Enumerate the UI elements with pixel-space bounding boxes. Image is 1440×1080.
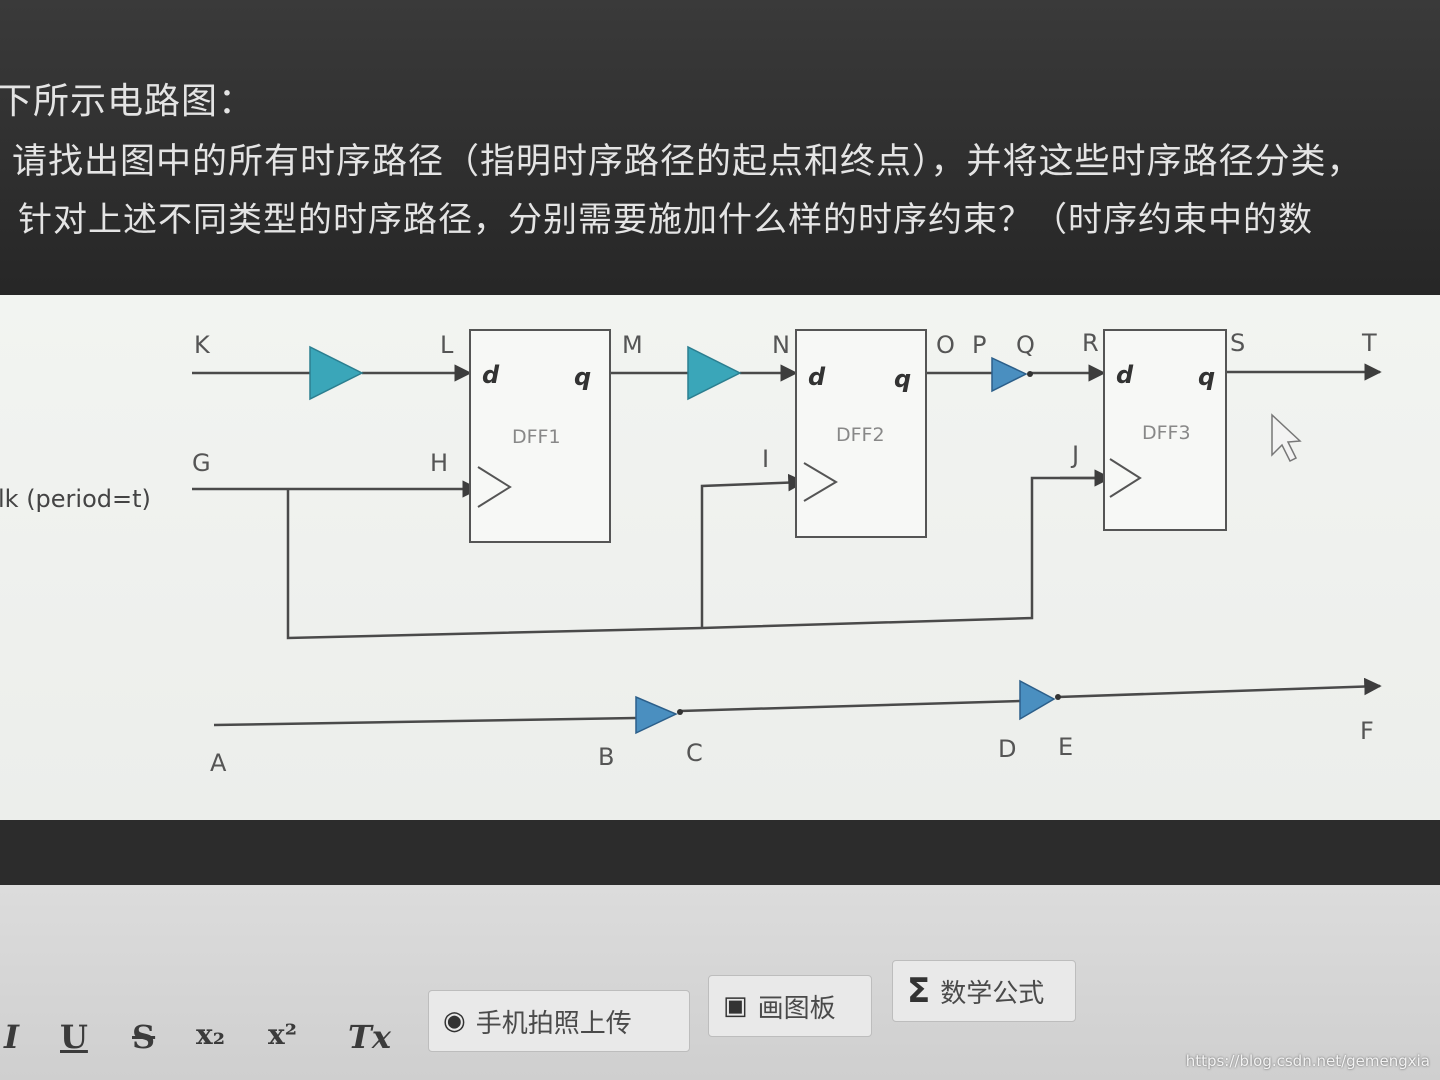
data-path-wires (192, 363, 1382, 382)
node-f: F (1360, 717, 1374, 745)
dff1: d q DFF1 (469, 329, 611, 543)
circuit-diagram: d q DFF1 d q DFF2 d q DFF3 K L M N O P Q… (0, 295, 1440, 820)
node-k: K (194, 331, 211, 359)
image-icon: ▣ (723, 991, 748, 1021)
node-r: R (1082, 329, 1099, 357)
node-t: T (1361, 329, 1377, 357)
node-e: E (1058, 733, 1073, 761)
clock-label: lk (period=t) (0, 485, 151, 513)
wire-e-f (1057, 677, 1382, 699)
clear-format-icon[interactable]: Tx (348, 1018, 391, 1056)
buffer-5-icon (1019, 679, 1056, 721)
sigma-icon: Σ (907, 971, 931, 1011)
math-formula-button[interactable]: Σ 数学公式 (892, 960, 1076, 1022)
camera-icon: ◉ (443, 1006, 466, 1036)
strikethrough-icon[interactable]: S (132, 1018, 156, 1056)
dff2-body (795, 329, 927, 538)
dff3-q-pin: q (1198, 363, 1215, 391)
node-d: D (998, 735, 1016, 763)
node-n: N (772, 331, 790, 359)
dff3-name: DFF3 (1142, 422, 1191, 444)
dff2: d q DFF2 (795, 329, 927, 538)
math-formula-label: 数学公式 (940, 978, 1045, 1009)
clock-net (192, 469, 1112, 640)
buffer-4-bubble (677, 709, 683, 715)
dark-band (0, 820, 1440, 890)
watermark: https://blog.csdn.net/gemengxia (1185, 1052, 1430, 1070)
wire-clock-trunk (286, 476, 1104, 640)
node-a: A (210, 749, 227, 777)
buffer-3-bubble (1027, 371, 1033, 377)
upload-photo-button[interactable]: ◉ 手机拍照上传 (428, 990, 690, 1052)
combo-path-wires (213, 677, 1382, 727)
question-panel: 下所示电路图： 请找出图中的所有时序路径（指明时序路径的起点和终点），并将这些时… (0, 0, 1440, 300)
node-q: Q (1016, 331, 1035, 359)
dff2-name: DFF2 (836, 424, 885, 446)
dff3-body (1103, 329, 1227, 531)
dff2-clock-pin (803, 462, 838, 502)
buffer-4-icon (635, 695, 678, 735)
superscript-icon[interactable]: x² (268, 1018, 297, 1051)
node-i: I (762, 445, 769, 473)
dff1-d-pin: d (482, 361, 500, 389)
wire-clock-dff2 (700, 473, 806, 628)
drawing-board-label: 画图板 (757, 993, 836, 1024)
node-m: M (622, 331, 643, 359)
question-title: 下所示电路图： (0, 81, 256, 122)
upload-photo-label: 手机拍照上传 (475, 1008, 632, 1039)
dff1-q-pin: q (574, 363, 591, 391)
wire-a-b (213, 716, 637, 727)
drawing-board-button[interactable]: ▣ 画图板 (708, 975, 872, 1037)
dff2-q-pin: q (894, 365, 911, 393)
node-c: C (686, 739, 703, 767)
italic-icon[interactable]: I (4, 1018, 19, 1056)
buffer-1-icon (309, 345, 364, 401)
question-item-2: 针对上述不同类型的时序路径，分别需要施加什么样的时序约束？（时序约束中的数 (18, 200, 1313, 240)
mouse-cursor-icon (1271, 413, 1302, 463)
circuit-svg: d q DFF1 d q DFF2 d q DFF3 K L M N O P Q… (0, 329, 1382, 777)
dff3: d q DFF3 (1103, 329, 1227, 531)
node-g: G (192, 449, 211, 477)
question-item-1: 请找出图中的所有时序路径（指明时序路径的起点和终点），并将这些时序路径分类， (12, 142, 1363, 182)
node-p: P (972, 331, 986, 359)
dff3-d-pin: d (1116, 361, 1134, 389)
node-b: B (598, 743, 614, 771)
dff2-d-pin: d (808, 363, 826, 391)
buffer-2-icon (687, 345, 742, 401)
subscript-icon[interactable]: x₂ (196, 1018, 225, 1051)
buffer-3-icon (991, 356, 1028, 393)
wire-c-d (679, 699, 1021, 713)
dff3-clock-pin (1109, 458, 1142, 498)
node-s: S (1230, 329, 1245, 357)
underline-icon[interactable]: U (60, 1018, 88, 1056)
node-o: O (936, 331, 955, 359)
dff1-name: DFF1 (512, 426, 561, 448)
dff1-body (469, 329, 611, 543)
dff1-clock-pin (477, 466, 512, 508)
node-j: J (1070, 441, 1079, 469)
node-l: L (440, 331, 454, 359)
buffer-5-bubble (1055, 694, 1061, 700)
node-h: H (430, 449, 448, 477)
